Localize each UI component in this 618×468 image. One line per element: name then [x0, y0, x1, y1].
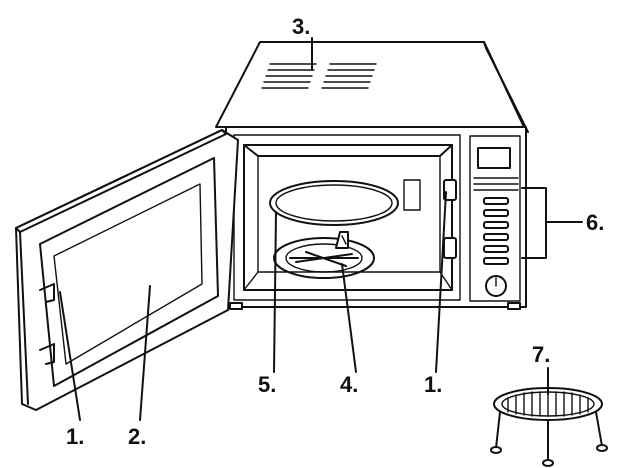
door-outer — [15, 129, 239, 411]
control-panel-frame — [469, 135, 521, 302]
control-button[interactable] — [483, 197, 509, 205]
top-vent — [261, 63, 377, 89]
grill-rack — [490, 387, 608, 467]
leader-2 — [139, 285, 151, 421]
control-button[interactable] — [483, 257, 509, 265]
callout-door-window: 2. — [128, 424, 146, 449]
display-window — [477, 147, 511, 169]
callout-grill-rack: 7. — [532, 342, 550, 367]
callout-control-panel: 6. — [586, 210, 604, 235]
callout-turntable-ring: 5. — [258, 372, 276, 397]
feet — [229, 302, 521, 310]
microwave-body — [215, 41, 529, 308]
door — [15, 129, 239, 411]
control-panel — [469, 135, 583, 302]
latch-hook-bottom — [39, 343, 55, 365]
leader-1-left — [59, 291, 81, 421]
leader-lines — [59, 37, 549, 421]
glass-tray — [269, 180, 399, 226]
waveguide-cover — [403, 179, 421, 211]
leader-1-right — [435, 191, 447, 373]
coupler — [335, 231, 349, 249]
callout-door-latch: 1. — [66, 424, 84, 449]
control-button[interactable] — [483, 245, 509, 253]
latch-hole-bottom — [443, 237, 457, 259]
callout-top-vent: 3. — [292, 14, 310, 39]
leader-5 — [273, 211, 277, 373]
leader-4 — [341, 263, 357, 373]
roller-ring — [273, 237, 375, 279]
door-latch-holes — [443, 179, 457, 259]
door-inner-panel — [39, 157, 219, 387]
control-button[interactable] — [483, 233, 509, 241]
callout-coupler: 4. — [340, 372, 358, 397]
top-surface — [215, 41, 525, 128]
latch-hole-top — [443, 179, 457, 201]
door-window — [53, 183, 203, 365]
latch-hook-top — [39, 283, 55, 303]
control-button[interactable] — [483, 209, 509, 217]
control-button[interactable] — [483, 221, 509, 229]
callout-latch-holes: 1. — [424, 372, 442, 397]
door-top-edge — [15, 129, 227, 233]
